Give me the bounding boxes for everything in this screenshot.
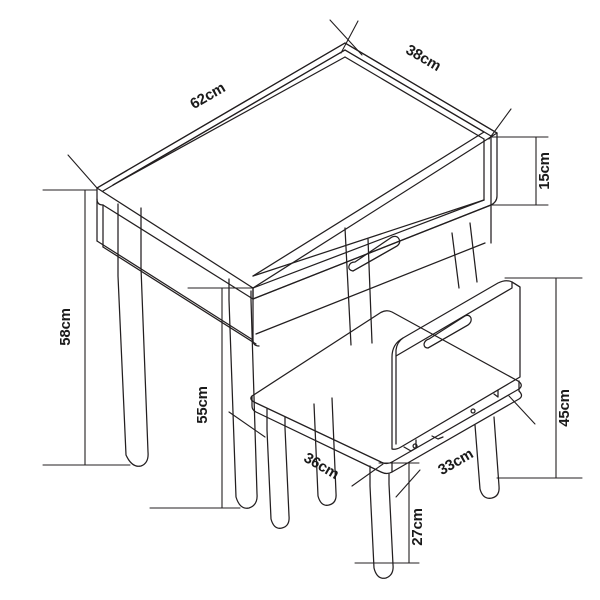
dimension-label-15cm: 15cm xyxy=(536,152,553,190)
desk-back-rail-right xyxy=(344,42,498,140)
desk-back-rail-left xyxy=(96,42,346,192)
chair-seat-panel xyxy=(250,310,523,475)
dimension-label-55cm: 55cm xyxy=(194,386,211,424)
dimension-55cm-lines xyxy=(149,287,254,509)
dimension-62cm-lines xyxy=(67,19,363,189)
chair-backrest-handle-slot xyxy=(423,314,472,349)
desk-leg-back-right xyxy=(451,222,478,289)
dimension-label-62cm: 62cm xyxy=(187,79,228,113)
dimension-label-36cm: 36cm xyxy=(301,449,342,483)
chair-leg-back-left xyxy=(313,397,337,506)
chair-leg-front-right xyxy=(369,465,394,579)
dimension-label-33cm: 33cm xyxy=(435,445,476,479)
chair-backrest-fixings xyxy=(403,389,499,452)
chair-assembly xyxy=(250,280,523,579)
dimension-27cm-lines xyxy=(354,462,420,564)
desk-top-panel xyxy=(96,42,498,300)
desk-leg-front-right xyxy=(228,278,258,509)
dimension-45cm-lines xyxy=(496,277,583,479)
dimension-label-45cm: 45cm xyxy=(556,389,573,427)
desk-leg-back-left xyxy=(344,227,373,346)
dimension-36cm-lines xyxy=(228,411,384,487)
dimension-label-38cm: 38cm xyxy=(403,41,444,75)
desk-left-apron xyxy=(96,198,257,345)
chair-leg-back-right xyxy=(474,416,500,499)
dimension-label-27cm: 27cm xyxy=(409,508,426,546)
desk-leg-front-left xyxy=(117,203,149,467)
chair-backrest-panel xyxy=(391,280,521,450)
dimension-lines xyxy=(42,19,583,564)
dimension-15cm-lines xyxy=(491,136,549,206)
dimension-33cm-lines xyxy=(395,395,536,498)
dimension-label-58cm: 58cm xyxy=(57,308,74,346)
desk-drawer-handle xyxy=(348,235,401,272)
chair-leg-front-left xyxy=(266,408,290,529)
dimension-38cm-lines xyxy=(340,20,512,140)
dimension-labels: 62cm 38cm 15cm 58cm 55cm 36cm 33cm 45cm … xyxy=(57,41,573,545)
desk-assembly xyxy=(96,42,498,509)
desk-drawer-front xyxy=(252,199,492,347)
dimension-58cm-lines xyxy=(42,189,131,466)
